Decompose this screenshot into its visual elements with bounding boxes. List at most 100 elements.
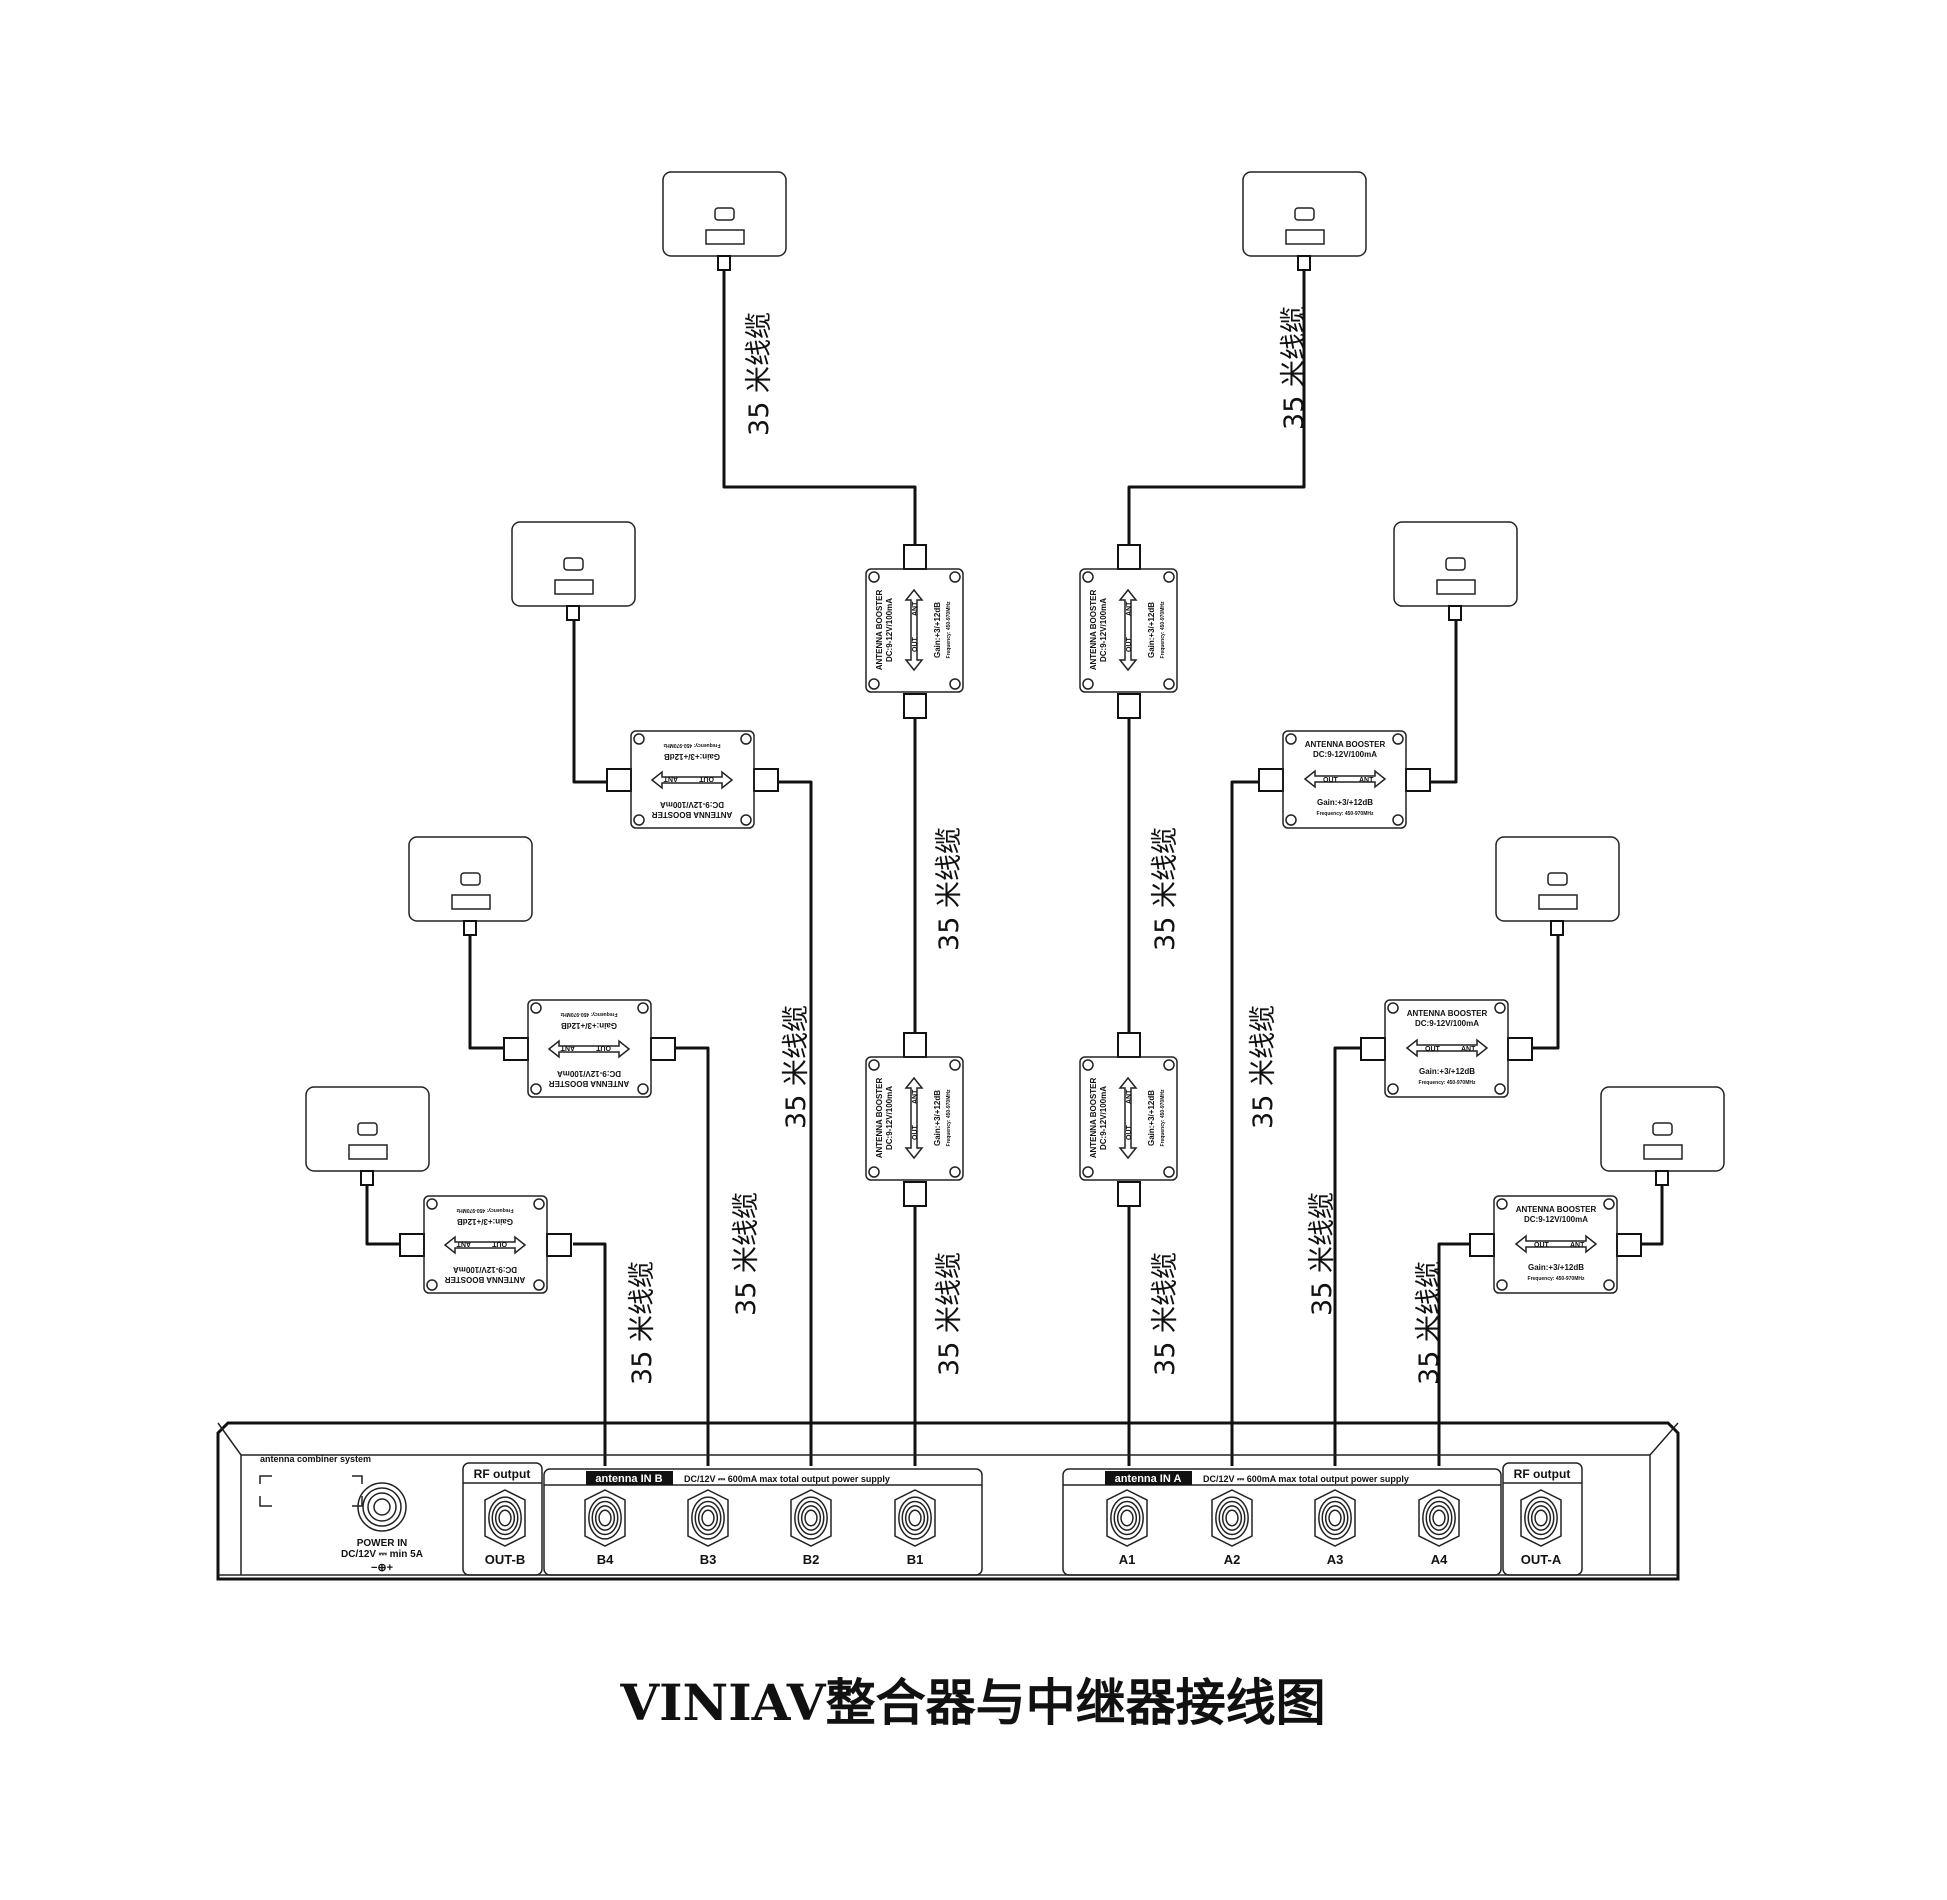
booster-out: OUT: [596, 1044, 612, 1051]
booster-name: ANTENNA BOOSTER: [875, 1077, 884, 1158]
booster-gain: Gain:+3/+12dB: [1317, 798, 1373, 807]
antenna-icon: [1495, 836, 1620, 936]
combiner-group_a_label: antenna IN A: [1115, 1473, 1182, 1485]
combiner-power_spec: DC/12V ⎓ min 5A: [341, 1549, 423, 1560]
antenna-icon: [1242, 171, 1367, 271]
combiner-rf_output: RF output: [474, 1467, 531, 1481]
booster-name: ANTENNA BOOSTER: [1089, 1077, 1098, 1158]
antenna-icon: [511, 521, 636, 621]
cable-line: [365, 1185, 400, 1246]
booster-out: OUT: [912, 637, 919, 653]
booster-ant: ANT: [560, 1044, 575, 1051]
booster-out: OUT: [492, 1240, 508, 1247]
cable-length-label: 35 米线缆: [1279, 306, 1310, 430]
booster-gain: Gain:+3/+12dB: [664, 752, 720, 761]
booster-out: OUT: [912, 1125, 919, 1141]
bnc-port[interactable]: A2: [1211, 1489, 1253, 1567]
booster-power: DC:9-12V/100mA: [660, 800, 724, 809]
booster-frequency: Frequency: 450-970MHz: [1160, 601, 1166, 658]
antenna-icon: [305, 1086, 430, 1186]
combiner-ports_a-4: OUT-A: [1521, 1552, 1562, 1567]
bnc-port[interactable]: B1: [894, 1489, 936, 1567]
antenna-icon: [408, 836, 533, 936]
booster-ant: ANT: [1461, 1046, 1476, 1053]
booster-ant: ANT: [1126, 601, 1133, 616]
combiner-ports_a-0: A1: [1119, 1552, 1136, 1567]
antenna-icon: [1393, 521, 1518, 621]
combiner-ports_a-2: A3: [1327, 1552, 1344, 1567]
cable-length-label: 35 米线缆: [731, 1192, 762, 1316]
bnc-port[interactable]: B3: [687, 1489, 729, 1567]
booster-frequency: Frequency: 450-970MHz: [946, 601, 952, 658]
booster-name: ANTENNA BOOSTER: [444, 1275, 525, 1284]
cable-length-label: 35 米线缆: [1414, 1261, 1445, 1385]
diagram-title: VINIAV整合器与中继器接线图: [619, 1673, 1325, 1732]
bnc-port[interactable]: B2: [790, 1489, 832, 1567]
booster-ant: ANT: [1570, 1242, 1585, 1249]
cable-length-label: 35 米线缆: [744, 312, 775, 436]
bnc-port[interactable]: A4: [1418, 1489, 1460, 1567]
bnc-port[interactable]: OUT-B: [484, 1489, 526, 1567]
booster-name: ANTENNA BOOSTER: [1089, 589, 1098, 670]
cable-length-label: 35 米线缆: [1248, 1005, 1279, 1129]
booster-name: ANTENNA BOOSTER: [1407, 1009, 1488, 1018]
combiner-supply_note: DC/12V ⎓ 600mA max total output power su…: [684, 1474, 890, 1484]
booster-frequency: Frequency: 450-970MHz: [946, 1089, 952, 1146]
booster-body: ANTENNA BOOSTERDC:9-12V/100mAOUTANTGain:…: [527, 999, 652, 1098]
bnc-port[interactable]: A1: [1106, 1489, 1148, 1567]
bnc-port[interactable]: B4: [584, 1489, 626, 1567]
cable-line: [1641, 1185, 1664, 1246]
combiner-ports_a-3: A4: [1431, 1552, 1448, 1567]
booster-power: DC:9-12V/100mA: [453, 1265, 517, 1274]
booster-ant: ANT: [1126, 1089, 1133, 1104]
booster-ant: ANT: [456, 1240, 471, 1247]
cable-length-label: 35 米线缆: [781, 1005, 812, 1129]
bnc-port[interactable]: OUT-A: [1520, 1489, 1562, 1567]
booster-name: ANTENNA BOOSTER: [1305, 740, 1386, 749]
cable-length-label: 35 米线缆: [1150, 827, 1181, 951]
booster-ant: ANT: [912, 601, 919, 616]
combiner-ports_b-0: OUT-B: [485, 1552, 525, 1567]
combiner-supply_note: DC/12V ⎓ 600mA max total output power su…: [1203, 1474, 1409, 1484]
booster-ant: ANT: [1359, 777, 1374, 784]
cable-length-label: 35 米线缆: [1150, 1252, 1181, 1376]
antenna-booster: ANTENNA BOOSTERDC:9-12V/100mAOUTANTGain:…: [503, 999, 676, 1098]
booster-gain: Gain:+3/+12dB: [457, 1217, 513, 1226]
cable-length-label: 35 米线缆: [627, 1261, 658, 1385]
combiner-ports_b-4: B1: [907, 1552, 924, 1567]
booster-body: ANTENNA BOOSTERDC:9-12V/100mAOUTANTGain:…: [630, 730, 755, 829]
booster-ant: ANT: [912, 1089, 919, 1104]
booster-gain: Gain:+3/+12dB: [1419, 1067, 1475, 1076]
combiner-power_in: POWER IN: [357, 1538, 408, 1549]
combiner-ports_b-2: B3: [700, 1552, 717, 1567]
booster-frequency: Frequency: 450-970MHz: [1528, 1276, 1585, 1282]
combiner-polarity: −⊕+: [371, 1562, 393, 1574]
booster-power: DC:9-12V/100mA: [557, 1069, 621, 1078]
booster-gain: Gain:+3/+12dB: [1528, 1263, 1584, 1272]
booster-frequency: Frequency: 450-970MHz: [1419, 1080, 1476, 1086]
cable-length-label: 35 米线缆: [934, 827, 965, 951]
booster-frequency: Frequency: 450-970MHz: [1317, 811, 1374, 817]
booster-frequency: Frequency: 450-970MHz: [1160, 1089, 1166, 1146]
cable-line: [572, 620, 607, 784]
booster-gain: Gain:+3/+12dB: [561, 1021, 617, 1030]
booster-out: OUT: [1126, 1125, 1133, 1141]
booster-out: OUT: [1323, 777, 1339, 784]
booster-name: ANTENNA BOOSTER: [1516, 1205, 1597, 1214]
bnc-port[interactable]: A3: [1314, 1489, 1356, 1567]
power-in-jack[interactable]: [357, 1482, 407, 1532]
